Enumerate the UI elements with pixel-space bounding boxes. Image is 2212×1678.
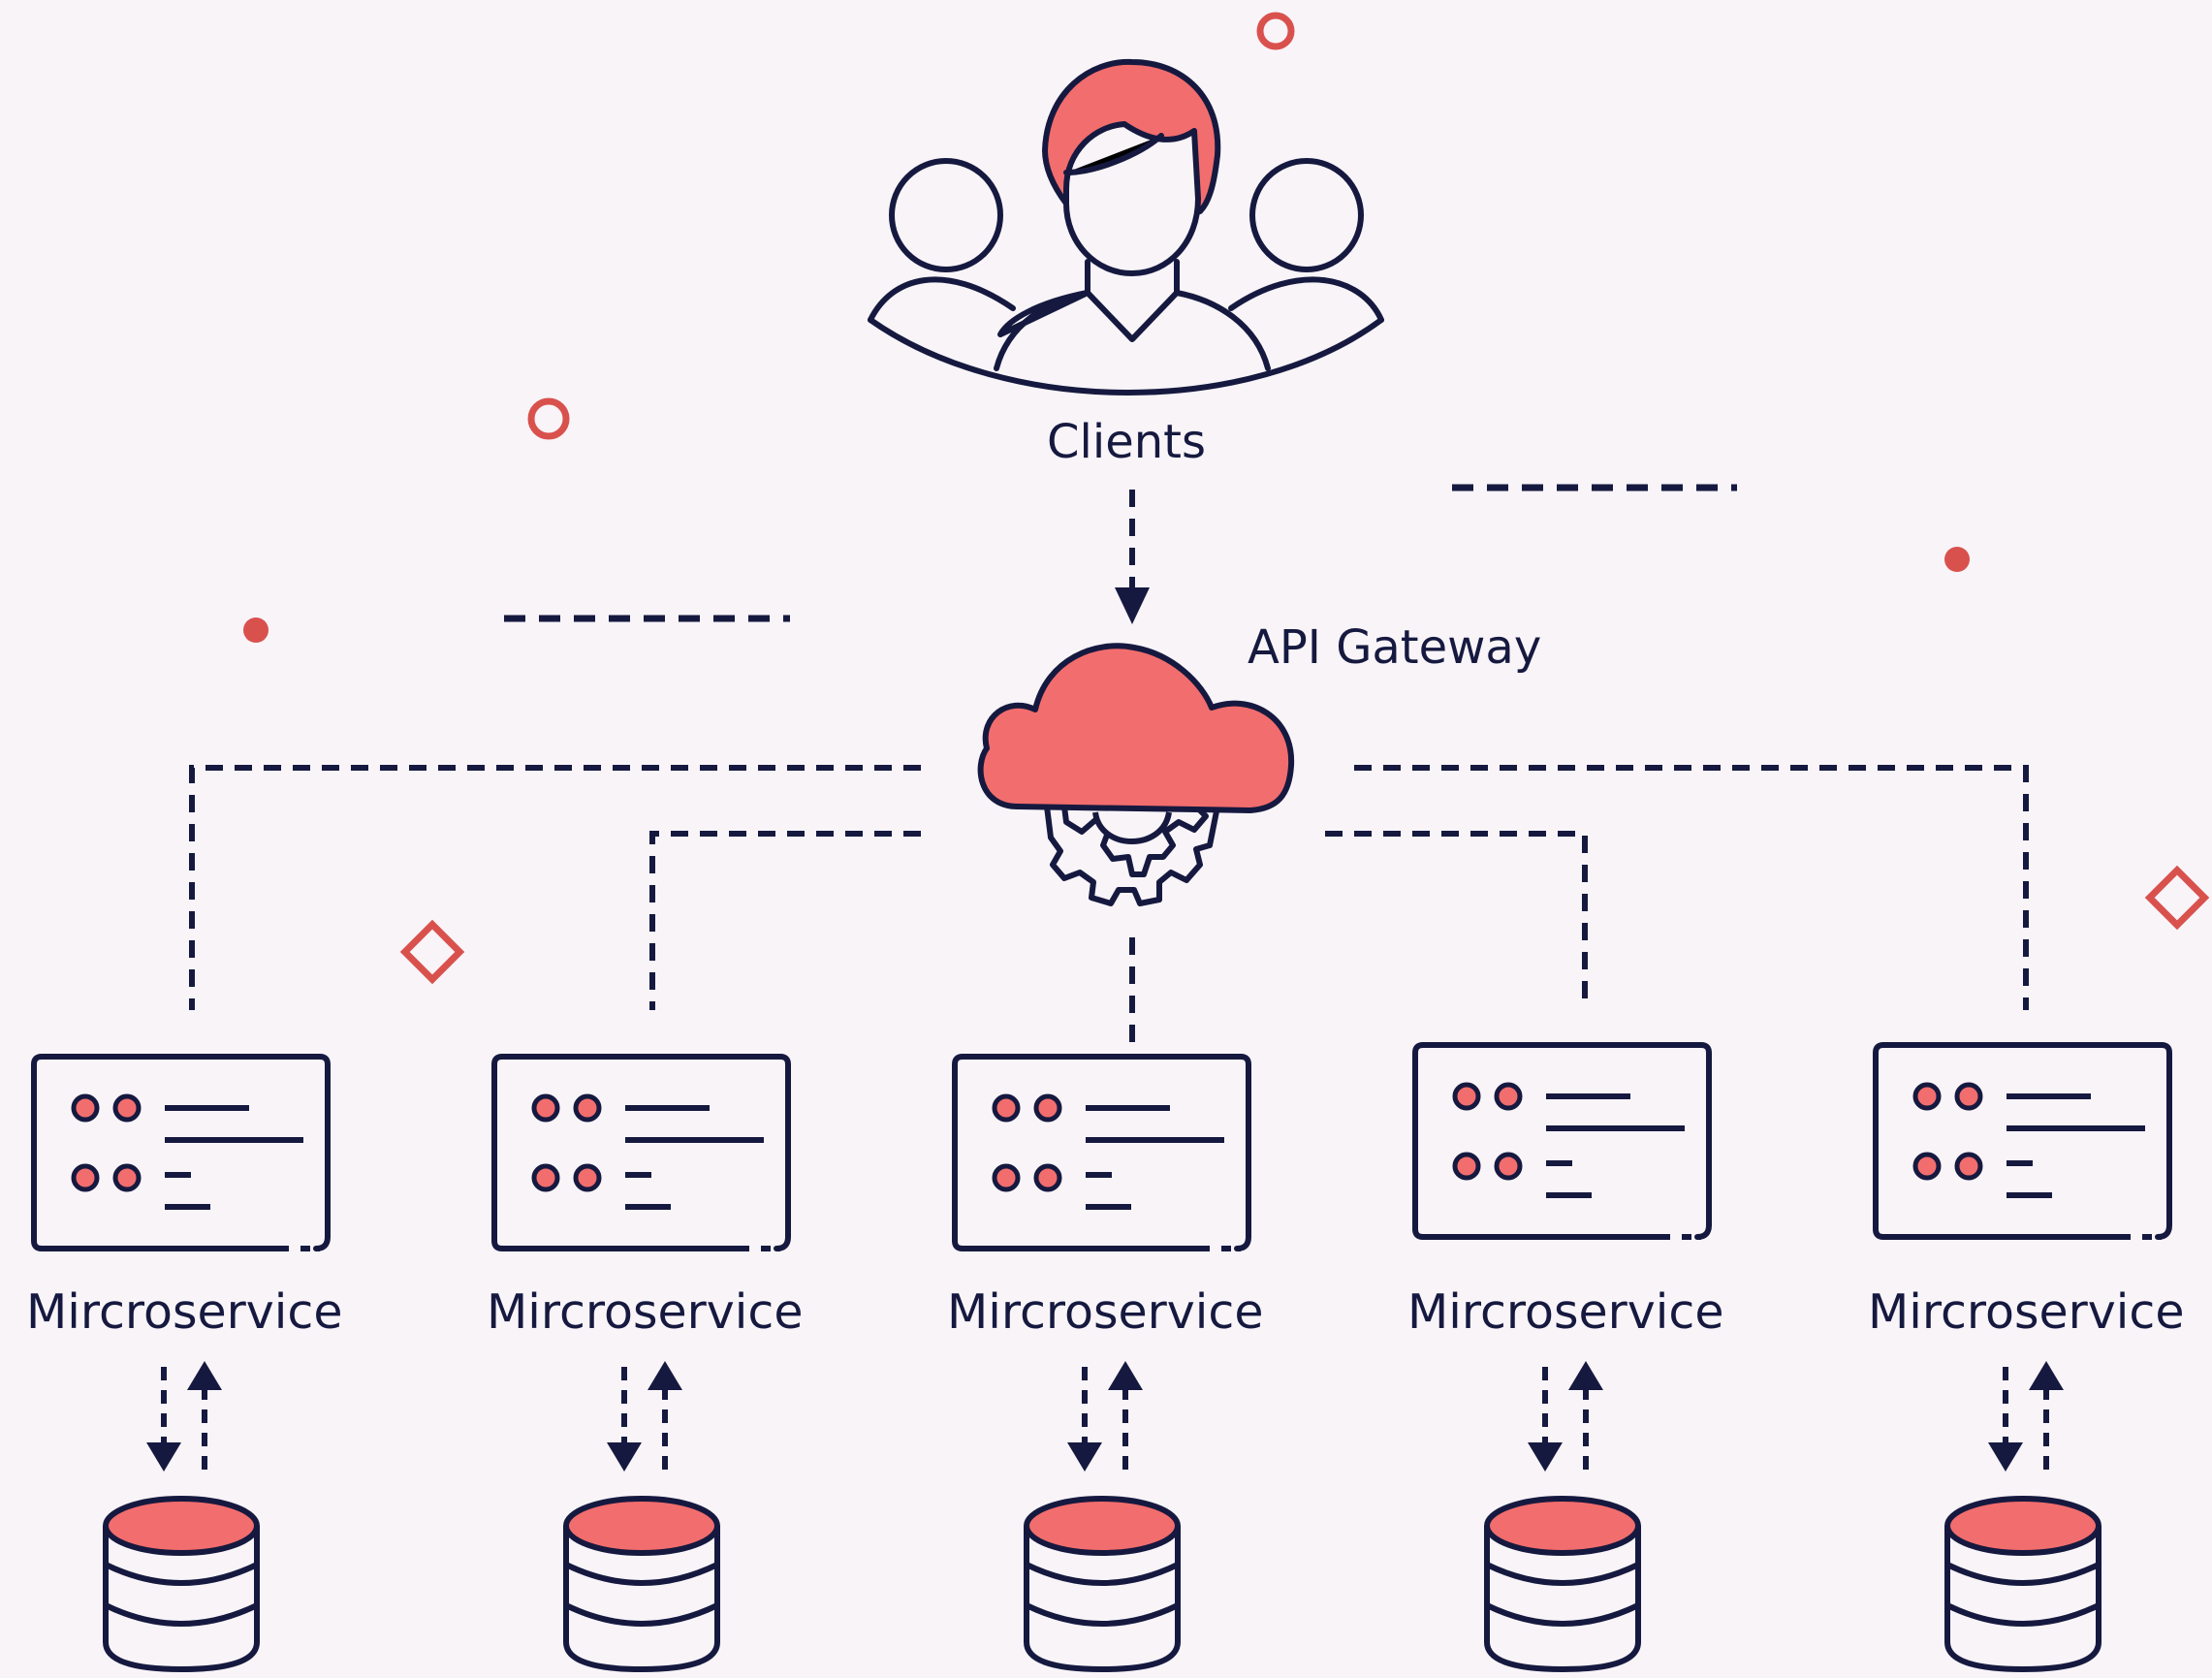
microservice-2	[491, 1054, 791, 1673]
server-panel-icon	[952, 1054, 1251, 1252]
decor-dot	[243, 617, 269, 643]
server-panel-icon	[491, 1054, 791, 1252]
decor-ring	[527, 397, 570, 440]
decor-dot	[1944, 547, 1970, 572]
database-icon	[1484, 1496, 1641, 1673]
connector-line	[1325, 831, 1588, 1010]
server-panel-icon	[1412, 1042, 1712, 1241]
clients-to-gateway-arrow	[1115, 490, 1150, 624]
database-icon	[1944, 1496, 2101, 1673]
double-arrow-icon	[1988, 1361, 2064, 1472]
clients-icon	[868, 58, 1384, 396]
connector-line	[189, 765, 921, 1010]
double-arrow-icon	[1528, 1361, 1603, 1472]
microservice-5	[1873, 1042, 2172, 1673]
double-arrow-icon	[607, 1361, 682, 1472]
microservices	[31, 1042, 2172, 1673]
decor-ring	[1256, 12, 1295, 50]
connector-line	[1354, 765, 2029, 1010]
double-arrow-icon	[1067, 1361, 1143, 1472]
microservice-3	[952, 1054, 1251, 1673]
decor-diamond	[399, 919, 465, 985]
microservice-label: Mircroservice	[947, 1284, 1264, 1340]
microservice-label: Mircroservice	[1868, 1284, 2185, 1340]
api-gateway-label: API Gateway	[1248, 620, 1542, 675]
gateway-connectors	[189, 765, 2029, 1042]
double-arrow-icon	[146, 1361, 222, 1472]
database-icon	[103, 1496, 260, 1673]
clients-label: Clients	[1047, 415, 1206, 469]
cloud-gear-icon	[977, 643, 1295, 906]
microservice-4	[1412, 1042, 1712, 1673]
database-icon	[1024, 1496, 1181, 1673]
decor-diamond	[2144, 865, 2210, 931]
microservice-1	[31, 1054, 331, 1673]
server-panel-icon	[31, 1054, 331, 1252]
decorations	[399, 12, 2210, 985]
microservice-label: Mircroservice	[487, 1284, 804, 1340]
database-icon	[563, 1496, 720, 1673]
microservice-label: Mircroservice	[26, 1284, 343, 1340]
connector-line	[649, 831, 921, 1010]
server-panel-icon	[1873, 1042, 2172, 1241]
microservice-label: Mircroservice	[1407, 1284, 1724, 1340]
